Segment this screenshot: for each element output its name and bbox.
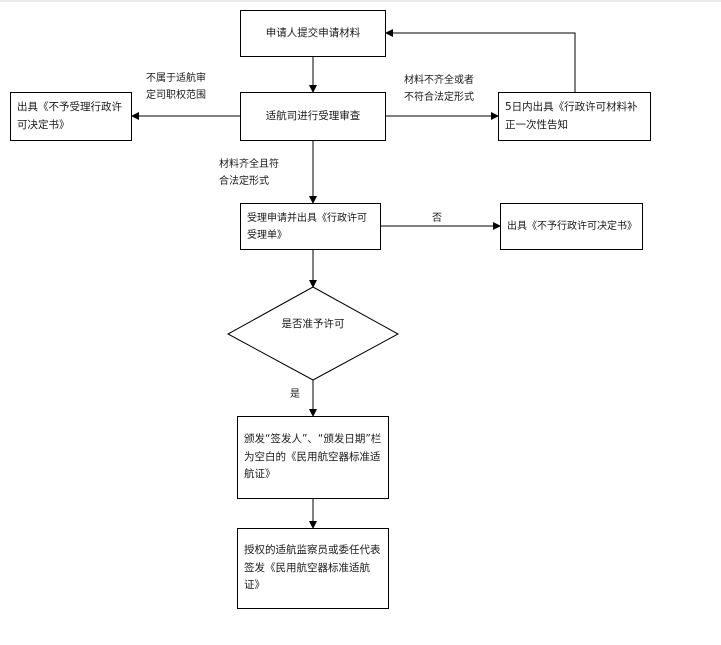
label-yes: 是 — [290, 389, 300, 400]
label-no: 否 — [432, 213, 442, 224]
decision-diamond — [226, 286, 400, 381]
node-sign: 授权的适航监察员或委任代表签发《民用航空器标准适航证》 — [237, 528, 389, 609]
node-issue-blank: 颁发“签发人”、“颁发日期”栏为空白的《民用航空器标准适航证》 — [237, 416, 389, 499]
node-accept: 受理申请并出具《行政许可受理单》 — [240, 203, 381, 250]
node-submit: 申请人提交申请材料 — [240, 10, 386, 57]
node-review: 适航司进行受理审查 — [240, 92, 386, 141]
node-deny: 出具《不予行政许可决定书》 — [500, 203, 643, 250]
label-not-in-scope: 不属于适航审 定司职权范围 — [146, 73, 206, 101]
label-complete: 材料齐全且符 合法定形式 — [219, 159, 279, 187]
top-divider — [0, 0, 721, 2]
label-incomplete: 材料不齐全或者 不符合法定形式 — [404, 75, 474, 103]
decision-text: 是否准予许可 — [281, 318, 345, 330]
node-supplement: 5日内出具《行政许可材料补正一次性告知 — [498, 92, 651, 141]
node-reject-left: 出具《不予受理行政许可决定书》 — [10, 92, 132, 141]
arrow-supplement-to-submit — [385, 29, 576, 92]
